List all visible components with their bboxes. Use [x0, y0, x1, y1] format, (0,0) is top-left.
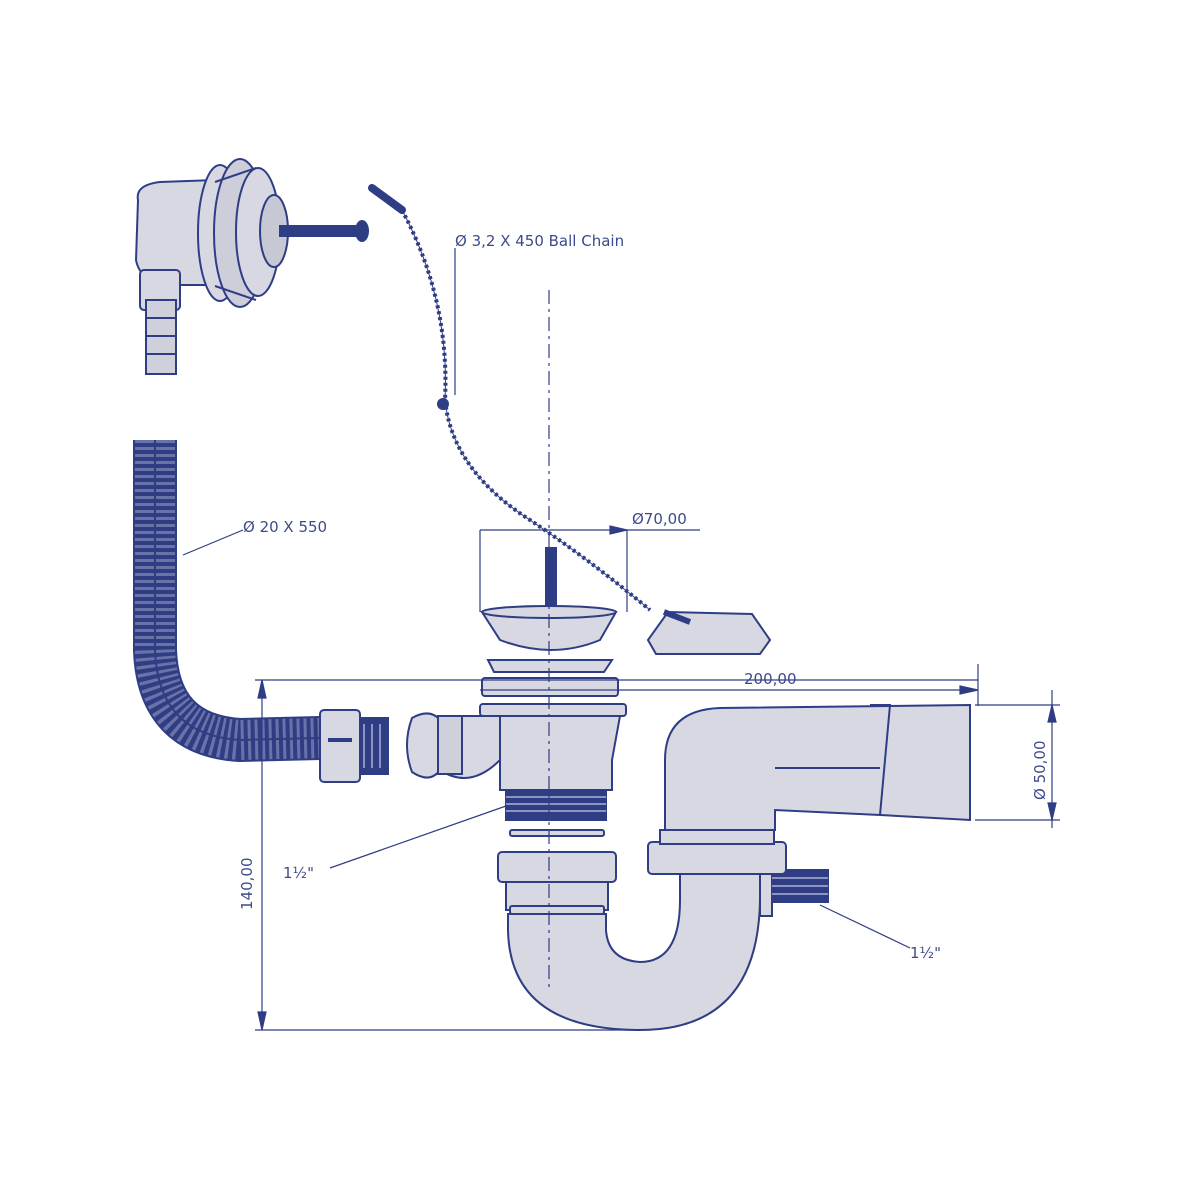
strainer-diameter-label: Ø70,00	[632, 510, 687, 528]
hose-label: Ø 20 X 550	[243, 518, 327, 536]
p-trap	[497, 703, 971, 1032]
ball-chain-label: Ø 3,2 X 450 Ball Chain	[455, 232, 624, 250]
horizontal-length-label: 200,00	[744, 670, 797, 688]
thread-lower-label: 1½"	[910, 944, 941, 962]
rubber-plug	[646, 609, 772, 655]
overflow-fitting	[134, 158, 369, 375]
height-label: 140,00	[238, 858, 256, 911]
hose-connector	[319, 709, 389, 783]
ball-chain	[368, 184, 652, 612]
strainer-assembly	[436, 547, 627, 837]
dimension-lines	[182, 248, 1060, 1031]
rubber-washer	[406, 712, 441, 779]
outlet-diameter-label: Ø 50,00	[1031, 740, 1049, 800]
corrugated-hose	[133, 440, 321, 763]
thread-upper-label: 1½"	[283, 864, 314, 882]
